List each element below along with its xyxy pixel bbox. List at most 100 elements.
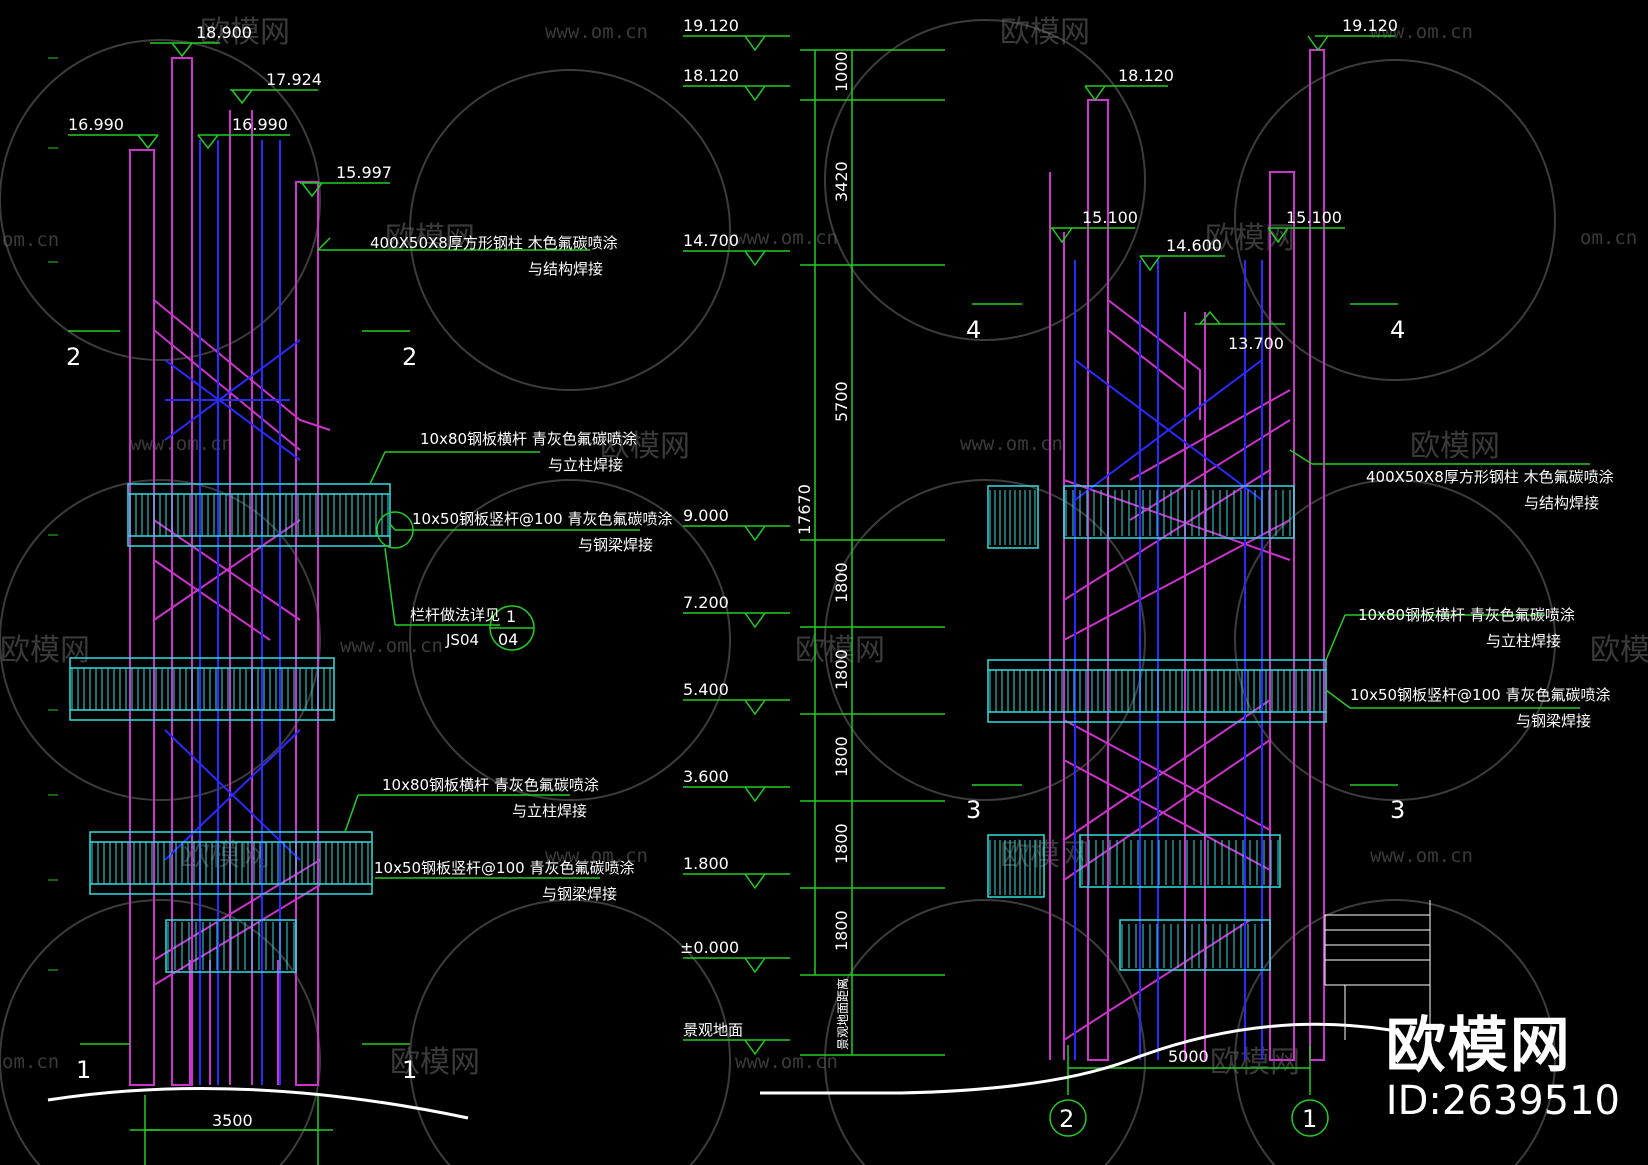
dim-segment: 1800: [832, 823, 851, 864]
watermark-url: www.om.cn: [960, 433, 1063, 455]
level-label: 1.800: [683, 854, 729, 873]
dim-segment: 1800: [832, 910, 851, 951]
dim-segment: 3420: [832, 161, 851, 202]
section-mark: 3: [1390, 796, 1405, 824]
left-dims: [68, 42, 640, 1165]
left-ground-line: [47, 1086, 469, 1120]
center-dimensions: 19.120 18.120 14.700 9.000 7.200 5.400 3…: [680, 16, 945, 1095]
note-line1: 10x50钢板竖杆@100 青灰色氟碳喷涂: [374, 859, 634, 877]
watermark-brand: 欧模网: [1590, 633, 1648, 668]
ground-note: 景观地面距离: [835, 978, 850, 1050]
detail-ref-sheet: JS04: [445, 631, 479, 649]
right-railing-bars: [989, 490, 1321, 968]
watermark-url: www.om.cn: [545, 21, 648, 43]
right-elevation: 19.120 18.120 15.100 14.600 15.100 13.70…: [899, 16, 1614, 1137]
dim-segment: 1800: [832, 562, 851, 603]
detail-ref-num-bottom: 04: [498, 630, 518, 649]
note-line2: 与钢梁焊接: [578, 536, 653, 554]
left-elevation: 18.900 17.924 16.990 16.990 15.997 2 2 1…: [47, 23, 672, 1165]
level-label: 13.700: [1228, 334, 1284, 353]
detail-ref-num-top: 1: [506, 607, 516, 626]
section-mark: 3: [966, 796, 981, 824]
watermark-url: www.om.cn: [1370, 21, 1473, 43]
section-mark: 2: [66, 343, 81, 371]
dim-label: 3500: [212, 1111, 253, 1130]
watermark-url: www.om.cn: [545, 845, 648, 867]
dim-segment: 1000: [832, 51, 851, 92]
level-label: 3.600: [683, 767, 729, 786]
detail-ref-text: 栏杆做法详见: [410, 606, 500, 624]
level-label: 14.700: [683, 231, 739, 250]
watermark-brand: 欧模网: [0, 633, 90, 668]
brand-id: ID:2639510: [1385, 1078, 1620, 1124]
dim-segment: 1800: [832, 649, 851, 690]
watermark-layer: 欧模网 www.om.cn 欧模网 www.om.cn om.cn 欧模网 ww…: [0, 15, 1648, 1165]
watermark-brand: 欧模网: [200, 15, 290, 50]
note-line1: 10x80钢板横杆 青灰色氟碳喷涂: [1358, 606, 1575, 624]
watermark-brand: 欧模网: [1210, 1045, 1300, 1080]
dim-label: 5000: [1168, 1047, 1209, 1066]
left-columns: [129, 57, 331, 1086]
watermark-url: om.cn: [2, 1051, 59, 1073]
watermark-brand: 欧模网: [795, 633, 885, 668]
note-line1: 400X50X8厚方形钢柱 木色氟碳喷涂: [1366, 468, 1614, 486]
watermark-url: om.cn: [1580, 227, 1637, 249]
dim-segment: 1800: [832, 736, 851, 777]
level-label: 16.990: [232, 115, 288, 134]
stair-detail: [1324, 900, 1431, 1040]
note-line2: 与立柱焊接: [1486, 632, 1561, 650]
watermark-url: www.om.cn: [340, 635, 443, 657]
level-label: 14.600: [1166, 236, 1222, 255]
level-label: 9.000: [683, 506, 729, 525]
brand-logo: 欧模网: [1385, 1011, 1572, 1081]
note-line1: 10x80钢板横杆 青灰色氟碳喷涂: [420, 430, 637, 448]
level-label: 19.120: [683, 16, 739, 35]
note-line2: 与立柱焊接: [512, 802, 587, 820]
level-label: 16.990: [68, 115, 124, 134]
level-label: 7.200: [683, 593, 729, 612]
level-label: 18.900: [196, 23, 252, 42]
note-line1: 10x50钢板竖杆@100 青灰色氟碳喷涂: [412, 510, 672, 528]
level-label: 17.924: [266, 70, 322, 89]
note-line1: 10x50钢板竖杆@100 青灰色氟碳喷涂: [1350, 686, 1610, 704]
right-dims: [972, 35, 1590, 1137]
level-label: 景观地面: [683, 1021, 743, 1039]
left-railing-bars: [71, 494, 389, 970]
section-mark: 2: [402, 343, 417, 371]
section-mark: 1: [76, 1056, 91, 1084]
right-ground-line: [899, 1022, 1391, 1095]
right-columns: [1049, 49, 1325, 1061]
watermark-url: www.om.cn: [735, 1051, 838, 1073]
watermark-brand: 欧模网: [1000, 15, 1090, 50]
axis-label: 1: [1302, 1105, 1317, 1133]
note-line1: 400X50X8厚方形钢柱 木色氟碳喷涂: [370, 234, 618, 252]
watermark-url: www.om.cn: [1370, 845, 1473, 867]
left-edge-ticks: [48, 57, 58, 971]
watermark-url: www.om.cn: [130, 433, 233, 455]
dim-segment: 5700: [832, 381, 851, 422]
level-label: ±0.000: [680, 938, 739, 957]
level-markers: [683, 35, 790, 1056]
watermark-brand: 欧模网: [1410, 429, 1500, 464]
level-label: 18.120: [1118, 66, 1174, 85]
note-line2: 与立柱焊接: [548, 456, 623, 474]
note-line2: 与钢梁焊接: [542, 885, 617, 903]
watermark-url: www.om.cn: [735, 227, 838, 249]
dim-total: 17670: [795, 484, 814, 535]
watermark-url: om.cn: [2, 229, 59, 251]
note-line2: 与结构焊接: [528, 260, 603, 278]
level-label: 15.100: [1082, 208, 1138, 227]
level-label: 15.100: [1286, 208, 1342, 227]
watermark-brand: 欧模网: [600, 429, 690, 464]
watermark-brand: 欧模网: [1000, 838, 1090, 873]
section-mark: 1: [402, 1056, 417, 1084]
level-label: 15.997: [336, 163, 392, 182]
level-label: 18.120: [683, 66, 739, 85]
note-line2: 与钢梁焊接: [1516, 712, 1591, 730]
watermark-brand: 欧模网: [390, 1045, 480, 1080]
note-line1: 10x80钢板横杆 青灰色氟碳喷涂: [382, 776, 599, 794]
axis-label: 2: [1059, 1105, 1074, 1133]
level-label: 5.400: [683, 680, 729, 699]
level-label: 19.120: [1342, 16, 1398, 35]
